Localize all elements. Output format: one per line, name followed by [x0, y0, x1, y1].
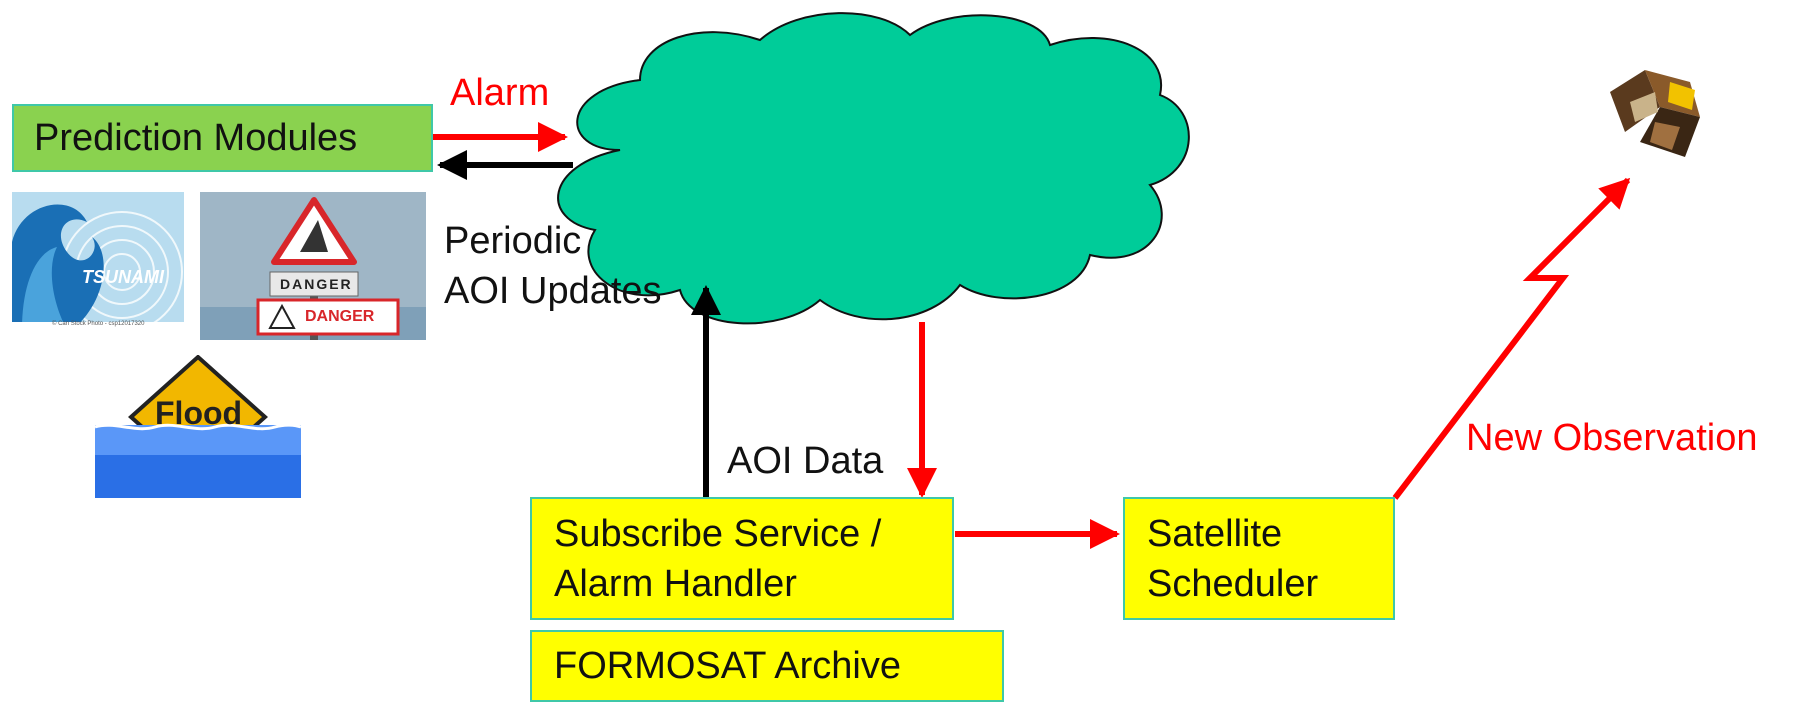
- satellite-scheduler-line1: Satellite: [1147, 512, 1283, 555]
- satellite-scheduler-box: Satellite Scheduler: [1123, 497, 1395, 620]
- new-observation-bolt: [1392, 177, 1631, 500]
- periodic-updates-label-line1: Periodic: [444, 220, 582, 262]
- formosat-archive-box: FORMOSAT Archive: [530, 630, 1004, 702]
- flood-text: Flood: [155, 395, 243, 431]
- tsunami-watermark: © Can Stock Photo - csp12017320: [52, 321, 145, 327]
- cloud-shape: [557, 12, 1190, 325]
- danger-sign-image: DANGER DANGER: [200, 192, 426, 340]
- subscribe-service-box: Subscribe Service / Alarm Handler: [530, 497, 954, 620]
- prediction-modules-label: Prediction Modules: [34, 116, 358, 159]
- alarm-label: Alarm: [450, 72, 550, 114]
- periodic-updates-label-line2: AOI Updates: [444, 270, 662, 312]
- prediction-modules-box: Prediction Modules: [12, 104, 433, 172]
- tsunami-text: TSUNAMI: [82, 267, 164, 287]
- flood-sign-image: Flood: [95, 355, 301, 498]
- new-observation-label: New Observation: [1466, 417, 1758, 459]
- formosat-archive-label: FORMOSAT Archive: [554, 644, 901, 687]
- satellite-scheduler-line2: Scheduler: [1147, 562, 1319, 605]
- satellite-icon: [1600, 62, 1710, 172]
- danger-text-lower: DANGER: [305, 308, 375, 325]
- subscribe-service-line2: Alarm Handler: [554, 562, 797, 605]
- danger-text-upper: DANGER: [280, 276, 353, 292]
- subscribe-service-line1: Subscribe Service /: [554, 512, 882, 555]
- aoi-data-label: AOI Data: [727, 440, 884, 482]
- tsunami-image: TSUNAMI © Can Stock Photo - csp12017320: [12, 192, 184, 330]
